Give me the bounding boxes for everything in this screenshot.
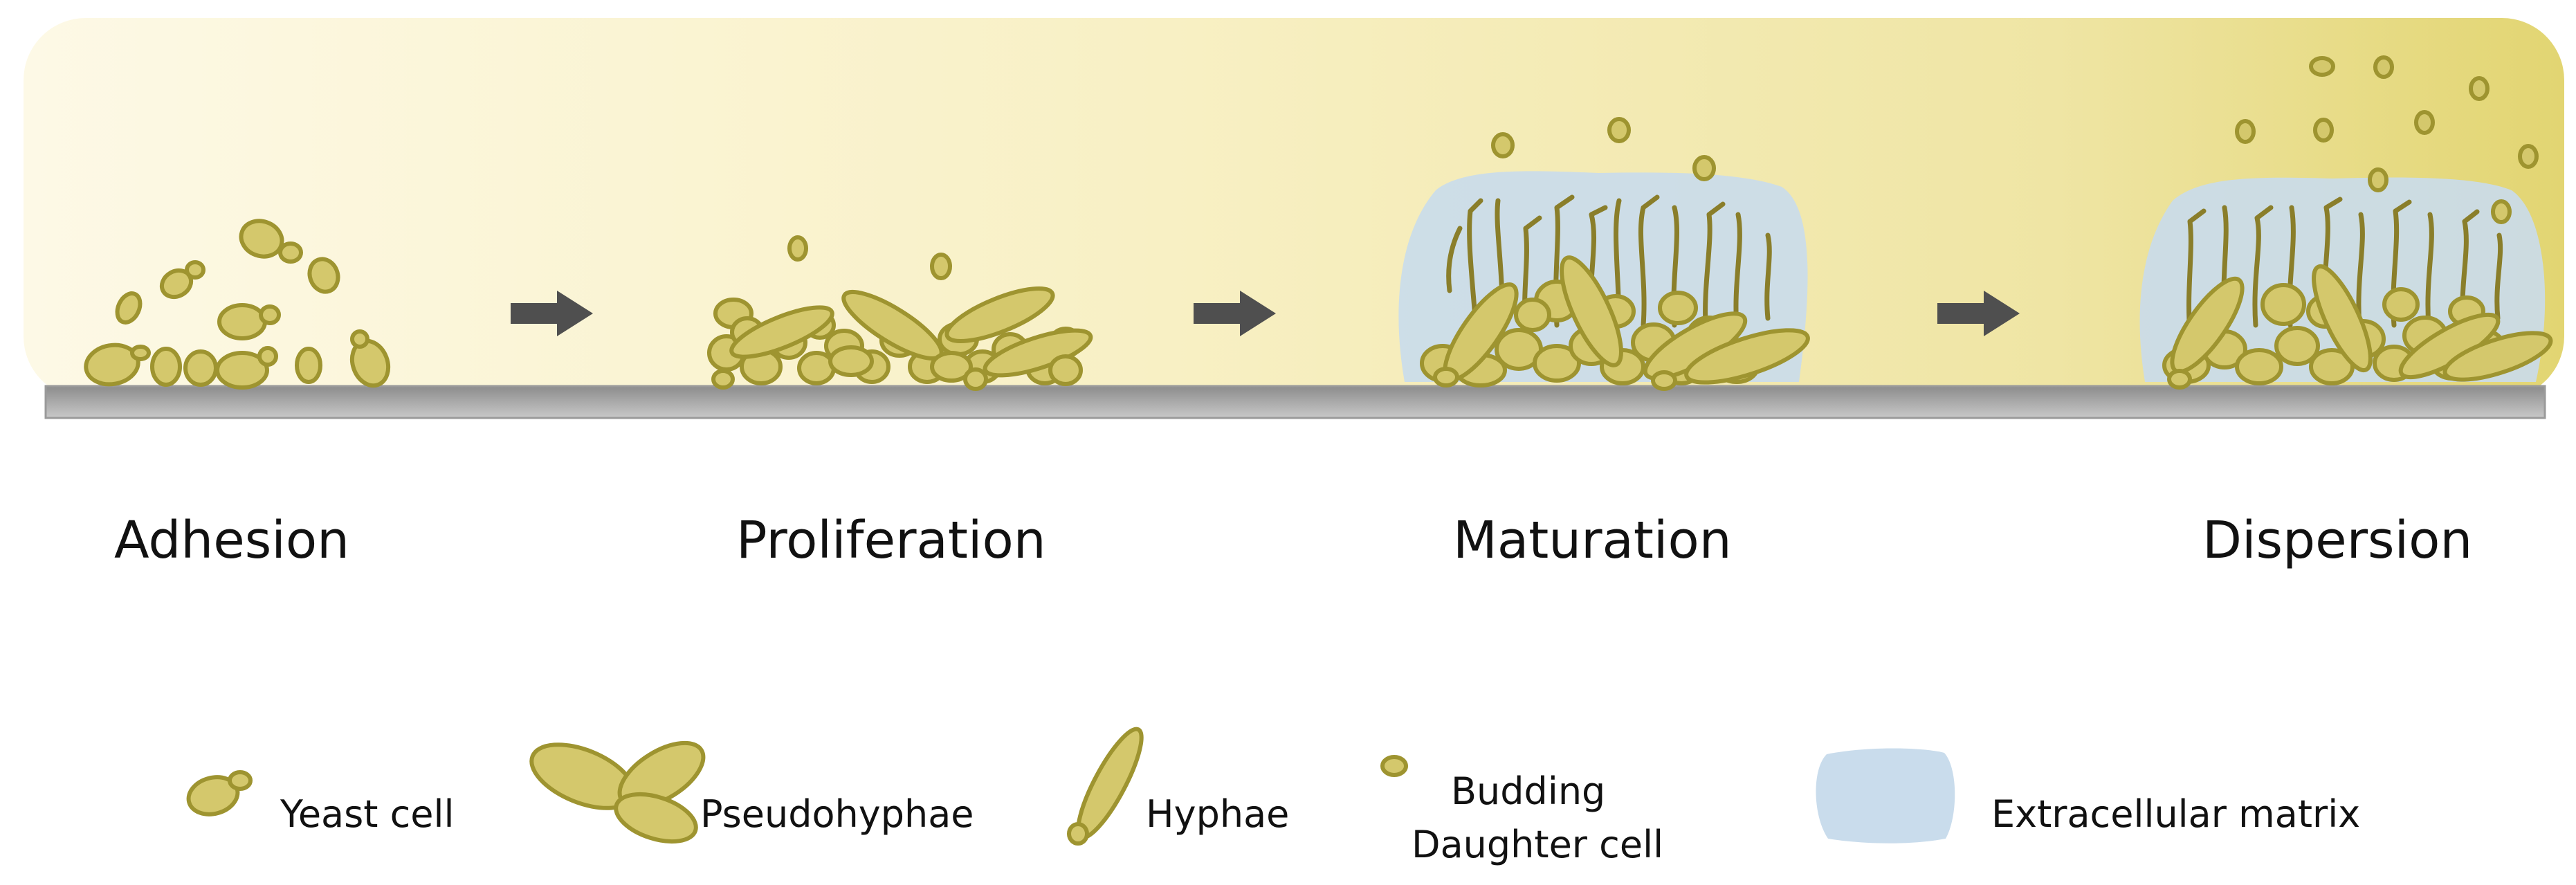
maturation-stage-illustration (1398, 117, 1810, 391)
yeast-cell-icon (186, 770, 253, 816)
budding-daughter-cell-icon (2313, 118, 2334, 143)
stage-label-maturation: Maturation (1453, 511, 1732, 570)
budding-daughter-cell-icon (1607, 117, 1631, 143)
stage-label-adhesion: Adhesion (114, 511, 349, 570)
dispersion-stage-illustration (2139, 55, 2553, 390)
budding-daughter-cell-icon (930, 253, 952, 280)
budding-daughter-cell-icon (787, 235, 808, 262)
pseudohyphae-icon (529, 740, 706, 844)
right-arrow-icon (1937, 291, 2020, 336)
dispersion-cell-mass (2162, 264, 2553, 390)
budding-daughter-cell-icon (1380, 755, 1408, 777)
budding-daughter-cell-icon (2373, 55, 2394, 79)
adhesion-stage-illustration (84, 219, 391, 390)
legend-item-pseudohyphae: Pseudohyphae (529, 740, 974, 844)
budding-daughter-cell-icon (1491, 132, 1515, 158)
legend-label-extracellular-matrix: Extracellular matrix (1991, 792, 2360, 836)
budding-daughter-cell-icon (1692, 155, 1716, 181)
dispersion-hyphae (2186, 197, 2503, 335)
stage-label-dispersion: Dispersion (2202, 511, 2472, 570)
right-arrow-icon (1194, 291, 1276, 336)
yeast-cell-icon (295, 347, 322, 384)
legend: Yeast cell Pseudohyphae Hyphae Budding D… (186, 727, 2360, 866)
legend-item-yeast-cell: Yeast cell (186, 770, 455, 836)
hyphae-icon (1067, 727, 1144, 846)
budding-daughter-cell-icon (2368, 167, 2388, 192)
proliferation-stage-illustration (707, 235, 1093, 391)
budding-daughter-cell-icon (2309, 56, 2335, 77)
substrate-surface (44, 385, 2546, 419)
legend-label-daughter-cell: Daughter cell (1412, 823, 1663, 866)
budding-daughter-cell-icon (2491, 199, 2512, 224)
yeast-cell-icon (115, 291, 143, 325)
budding-daughter-cell-icon (2518, 144, 2539, 169)
right-arrow-icon (511, 291, 593, 336)
budding-daughter-cell-icon (2469, 76, 2490, 101)
environment-background (24, 18, 2564, 399)
yeast-cell-icon (183, 349, 218, 387)
stage-label-proliferation: Proliferation (736, 511, 1046, 570)
yeast-cell-icon (215, 346, 278, 390)
extracellular-matrix-icon (1816, 748, 1955, 843)
legend-label-hyphae: Hyphae (1146, 792, 1289, 836)
legend-label-budding: Budding (1451, 769, 1605, 813)
yeast-cell-icon (150, 347, 182, 387)
legend-label-yeast-cell: Yeast cell (280, 792, 455, 836)
proliferation-cell-mass (707, 286, 1093, 391)
budding-daughter-cell-icon (2235, 119, 2256, 144)
yeast-cell-icon (84, 343, 151, 387)
yeast-cell-icon (307, 257, 340, 294)
legend-item-extracellular-matrix: Extracellular matrix (1816, 748, 2360, 843)
maturation-cell-mass (1420, 255, 1810, 391)
legend-item-budding-daughter-cell: Budding Daughter cell (1380, 755, 1663, 866)
yeast-cell-icon (239, 219, 303, 264)
yeast-cell-icon (159, 260, 205, 300)
legend-item-hyphae: Hyphae (1067, 727, 1289, 846)
yeast-cell-icon (217, 303, 281, 340)
yeast-cell-icon (349, 329, 391, 388)
budding-daughter-cell-icon (2414, 110, 2435, 135)
legend-label-pseudohyphae: Pseudohyphae (700, 792, 974, 836)
